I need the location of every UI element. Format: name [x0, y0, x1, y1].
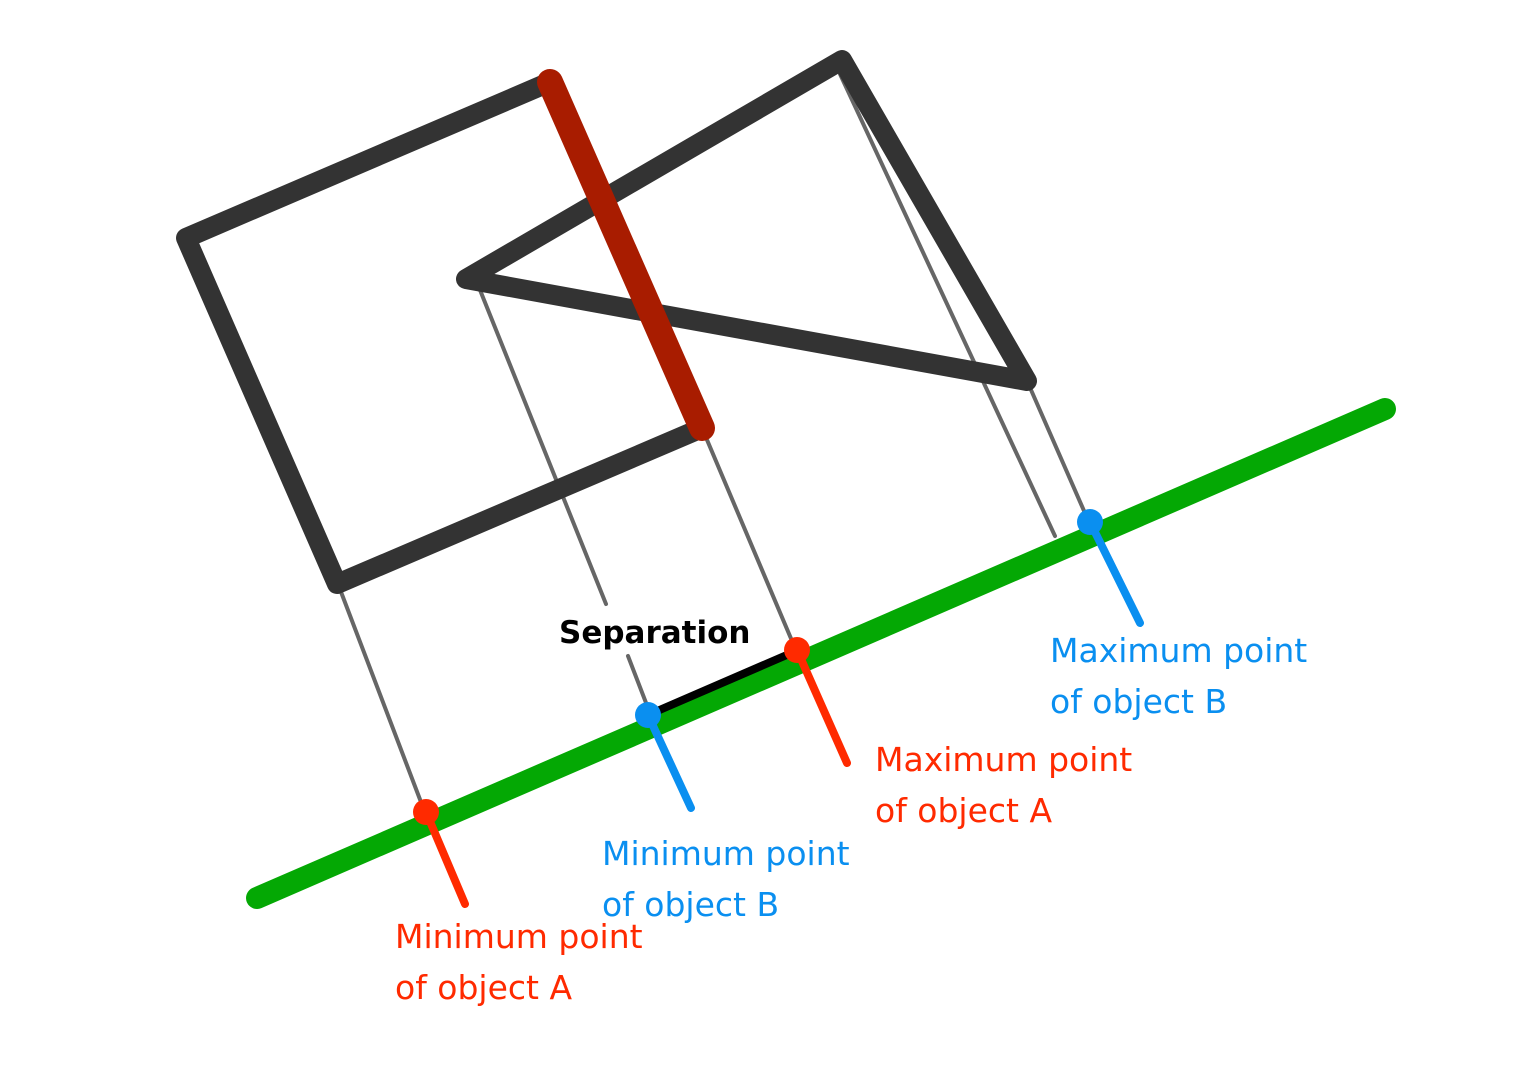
projection-line-min-b-lower	[626, 654, 650, 710]
projection-line-max-b-top	[838, 72, 1057, 538]
projection-line-max-a	[700, 426, 797, 650]
label-max-a-line2: of object A	[875, 791, 1052, 830]
label-min-a-line1: Minimum point	[395, 917, 643, 956]
projection-lines	[336, 72, 1090, 812]
marker-max-a-tick	[793, 646, 851, 767]
marker-max-a-dot	[784, 637, 810, 663]
marker-max-b-tick	[1086, 518, 1144, 627]
marker-min-a	[413, 799, 469, 908]
label-min-b-line1: Minimum point	[602, 834, 850, 873]
marker-min-a-dot	[413, 799, 439, 825]
projection-line-min-b	[472, 273, 608, 606]
projection-line-max-b	[1026, 381, 1090, 522]
label-max-b-line2: of object B	[1050, 682, 1227, 721]
highlighted-edge	[537, 69, 715, 441]
marker-max-b-dot	[1077, 509, 1103, 535]
marker-max-b	[1077, 509, 1144, 627]
label-min-a-line2: of object A	[395, 968, 572, 1007]
marker-min-b-tick	[644, 711, 695, 812]
projection-axis	[246, 398, 1396, 909]
label-max-b-line1: Maximum point	[1050, 631, 1307, 670]
label-max-a-line1: Maximum point	[875, 740, 1132, 779]
marker-min-a-tick	[422, 808, 469, 908]
marker-min-b	[635, 702, 695, 812]
separation-label: Separation	[559, 615, 750, 651]
object-a-rectangle	[176, 72, 712, 594]
projection-line-min-a	[336, 582, 426, 812]
marker-max-a	[784, 637, 851, 767]
marker-min-b-dot	[635, 702, 661, 728]
separation-segment	[644, 647, 800, 719]
object-b-triangle	[456, 50, 1037, 391]
label-min-b-line2: of object B	[602, 885, 779, 924]
